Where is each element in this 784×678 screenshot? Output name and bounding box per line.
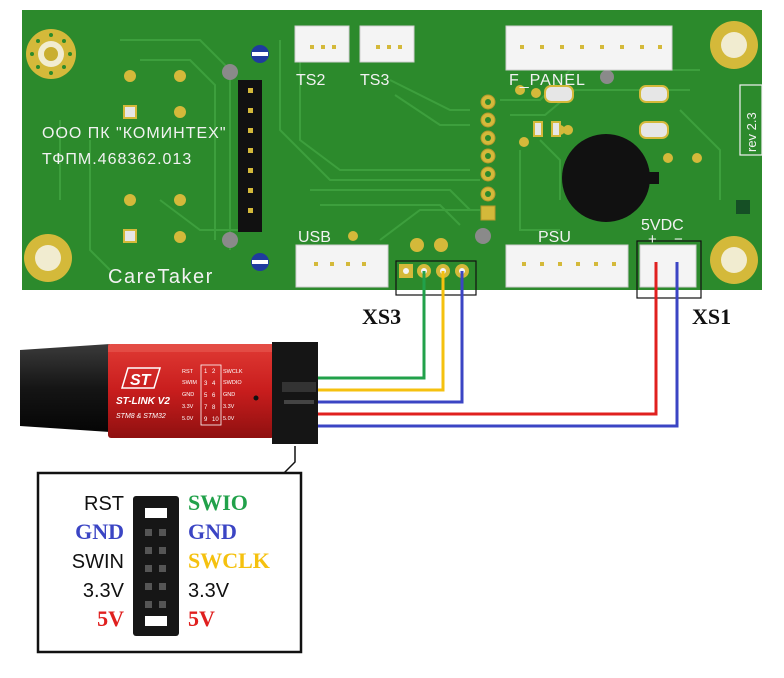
programmer-subtitle: STM8 & STM32	[116, 413, 166, 420]
pinout-right-labels: SWIO GND SWCLK 3.3V 5V	[188, 490, 270, 631]
svg-text:8: 8	[212, 405, 216, 411]
st-logo-icon: ST	[120, 367, 162, 389]
xs3-callout: XS3	[362, 304, 401, 329]
connector-ts3	[359, 25, 415, 63]
right-pin-label: 3.3V	[188, 580, 230, 602]
svg-text:5: 5	[204, 393, 208, 399]
pin-header	[238, 80, 262, 232]
mounting-hole-icon	[710, 21, 758, 69]
left-pin-label: GND	[75, 519, 124, 544]
wire-5v	[316, 262, 658, 416]
prog-pin-label: 5.0V	[223, 416, 235, 422]
prog-pin-label: GND	[223, 392, 235, 398]
label-ts3: TS3	[360, 72, 389, 89]
board-revision: rev 2.3	[744, 112, 759, 152]
right-pin-label: SWCLK	[188, 548, 270, 573]
wire-swio	[316, 271, 426, 380]
label-minus: −	[674, 231, 683, 248]
wires	[316, 262, 679, 428]
wire-swclk	[316, 271, 445, 392]
right-pin-label: 5V	[188, 606, 215, 631]
prog-pin-label: GND	[182, 392, 194, 398]
prog-pin-label: SWCLK	[223, 369, 243, 375]
svg-text:9: 9	[204, 417, 208, 423]
polarity-marker-icon	[251, 253, 269, 271]
label-f-panel: F_PANEL	[509, 72, 586, 89]
svg-text:2: 2	[212, 369, 216, 375]
connector-5vdc	[639, 244, 697, 288]
product-name: CareTaker	[108, 266, 214, 288]
svg-text:10: 10	[212, 417, 219, 423]
pinout-box	[36, 471, 303, 654]
xs1-outline	[636, 240, 702, 299]
label-5vdc: 5VDC	[641, 217, 684, 234]
xs1-callout: XS1	[692, 304, 731, 329]
company-name: ООО ПК "КОМИНТЕХ"	[42, 125, 227, 142]
pinout-left-labels: RST GND SWIN 3.3V 5V	[72, 493, 125, 631]
svg-text:4: 4	[212, 381, 216, 387]
programmer-body	[108, 344, 274, 438]
mounting-hole-icon	[26, 29, 76, 79]
xs3-outline	[395, 260, 477, 296]
st-link-programmer: ST ST-LINK V2 STM8 & STM32 RST SWIM GND …	[20, 342, 318, 444]
left-pin-label: RST	[84, 493, 124, 515]
svg-text:7: 7	[204, 405, 208, 411]
svg-text:6: 6	[212, 393, 216, 399]
wire-gnd	[316, 271, 464, 404]
svg-text:ST: ST	[130, 372, 152, 389]
svg-text:1: 1	[204, 369, 208, 375]
label-plus: +	[648, 231, 657, 248]
connector-f-panel	[505, 25, 673, 71]
usb-cap	[20, 344, 110, 432]
prog-pin-label: 3.3V	[223, 404, 235, 410]
pcb-board: ООО ПК "КОМИНТЕХ" ТФПМ.468362.013 CareTa…	[22, 10, 763, 299]
mounting-hole-icon	[24, 234, 72, 282]
connector-usb	[295, 244, 389, 288]
leader-line	[282, 446, 296, 475]
right-pin-label: GND	[188, 519, 237, 544]
programmer-model: ST-LINK V2	[116, 396, 170, 407]
prog-pin-label: RST	[182, 369, 194, 375]
connector-psu	[505, 244, 629, 288]
connector-ts2	[294, 25, 350, 63]
prog-pin-label: SWDIO	[223, 380, 242, 386]
prog-pin-label: 5.0V	[182, 416, 194, 422]
left-pin-label: 3.3V	[83, 580, 125, 602]
idc-header-graphic	[133, 496, 179, 636]
part-number: ТФПМ.468362.013	[42, 151, 192, 168]
left-pin-label: 5V	[97, 606, 124, 631]
right-pin-label: SWIO	[188, 490, 248, 515]
label-usb: USB	[298, 229, 331, 246]
prog-pin-label: 3.3V	[182, 404, 194, 410]
svg-text:3: 3	[204, 381, 208, 387]
label-psu: PSU	[538, 229, 571, 246]
prog-pin-label: SWIM	[182, 380, 197, 386]
mounting-hole-icon	[710, 236, 758, 284]
left-pin-label: SWIN	[72, 551, 124, 573]
buzzer	[562, 134, 659, 222]
idc-connector	[272, 342, 318, 444]
label-ts2: TS2	[296, 72, 325, 89]
polarity-marker-icon	[251, 45, 269, 63]
wire-gnd-psu	[316, 262, 679, 428]
